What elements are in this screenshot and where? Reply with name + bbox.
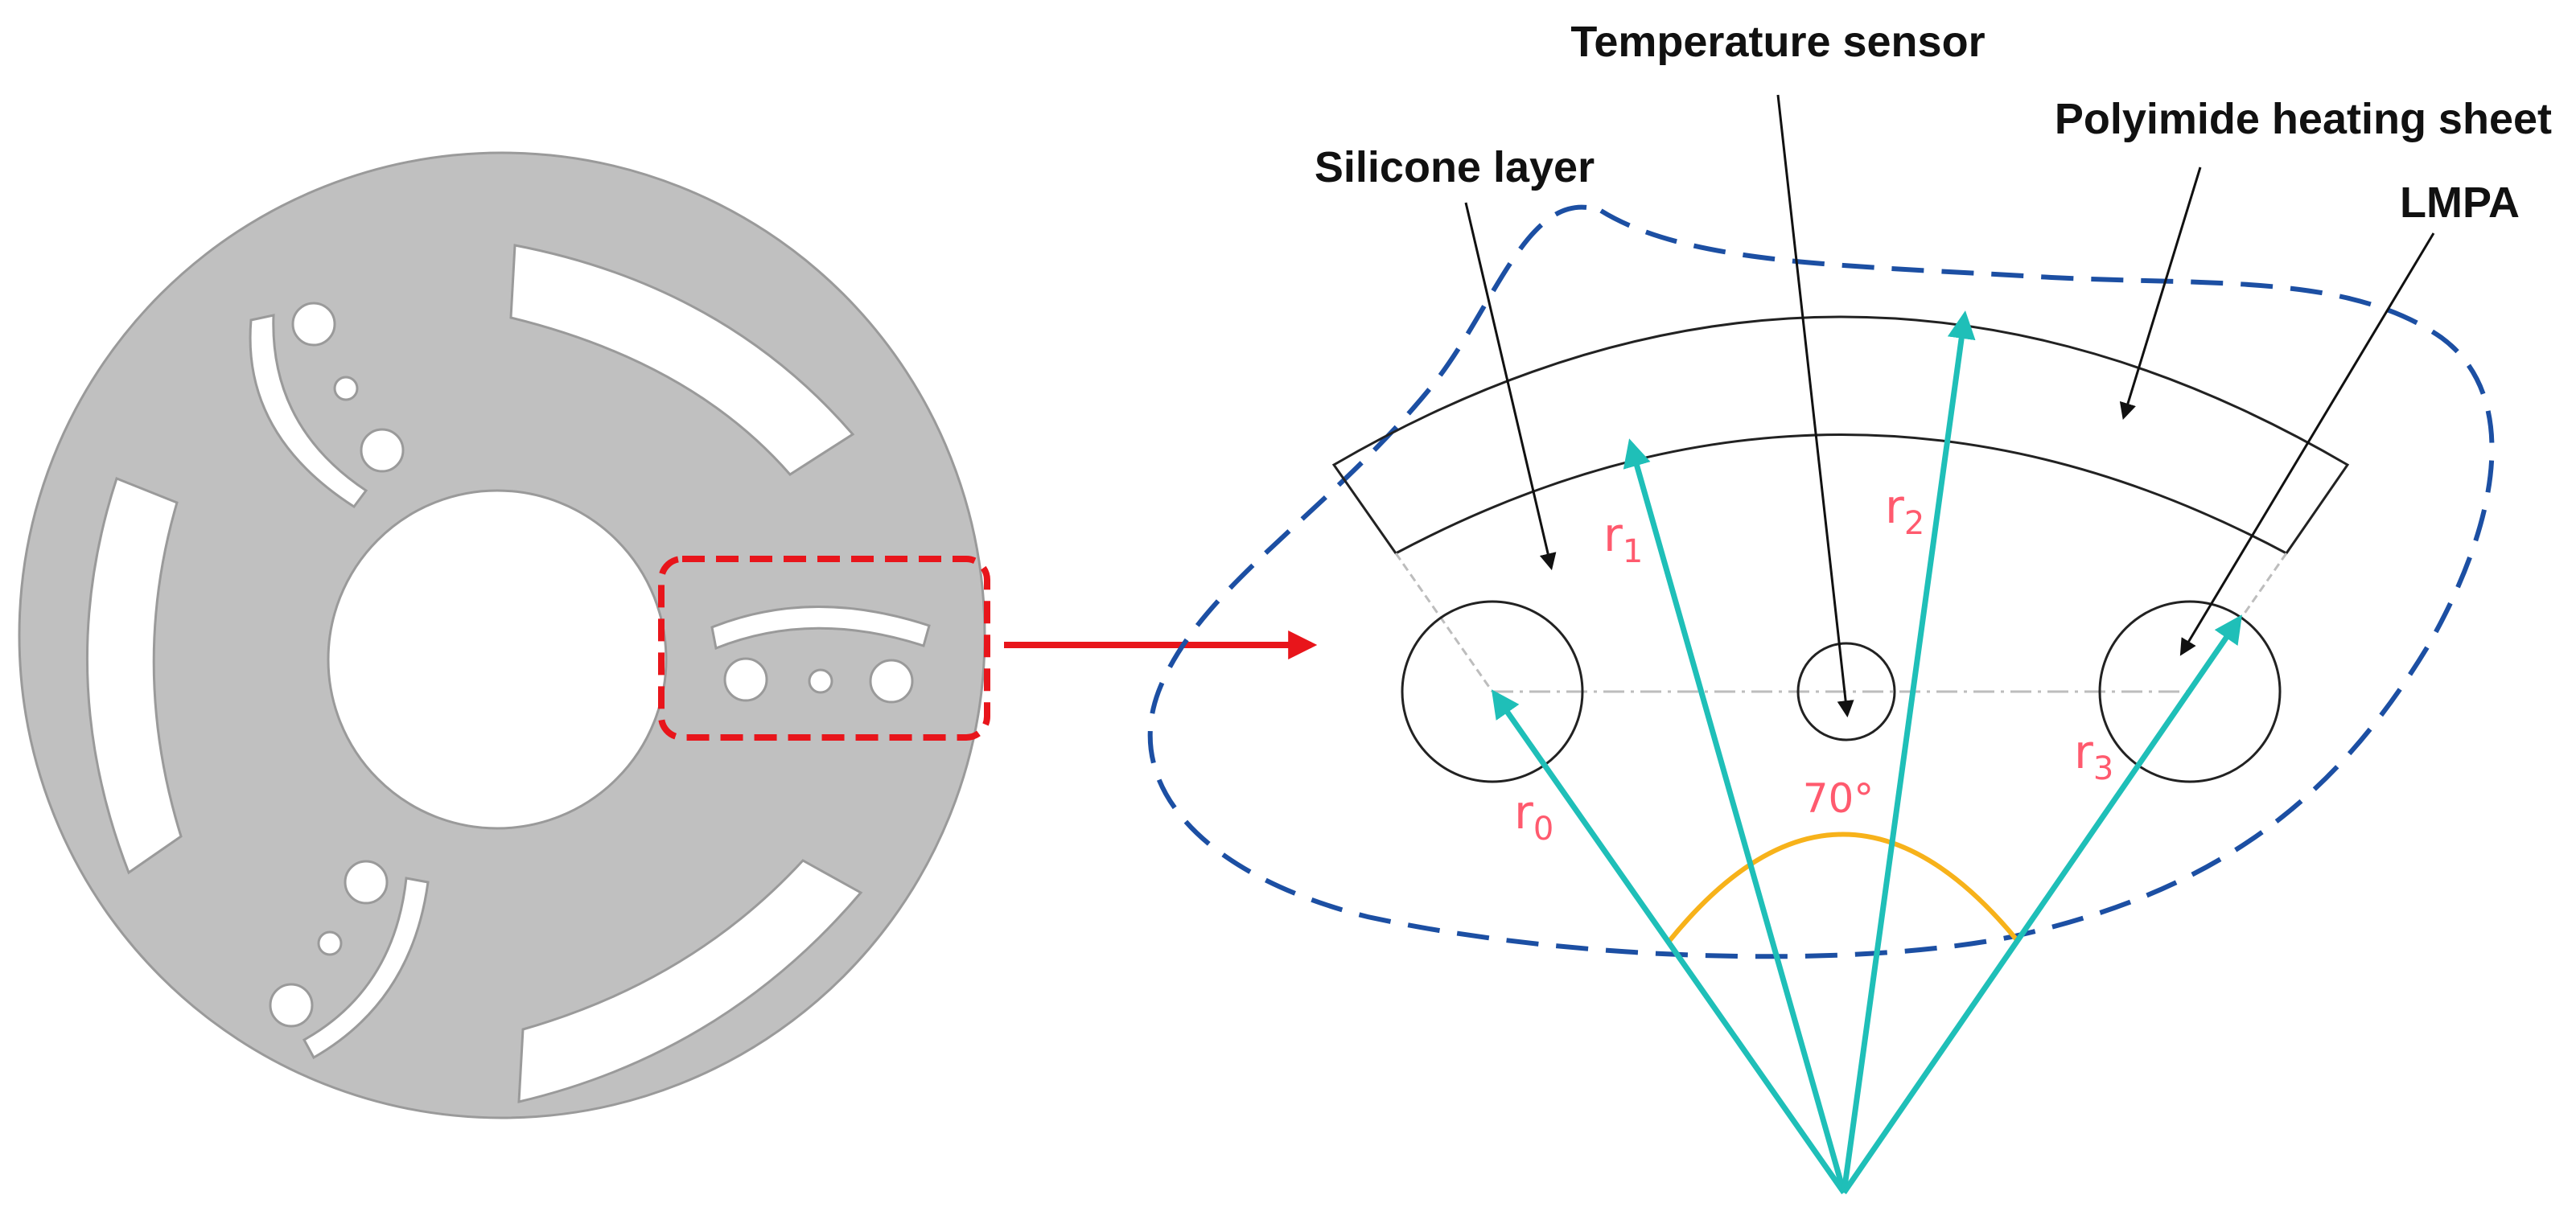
pointer-temperature-sensor <box>1776 94 1854 718</box>
disk-hole <box>723 657 768 702</box>
disk-hole <box>269 983 314 1028</box>
angle-arc <box>1667 832 2020 943</box>
polyimide-heating-sheet-label: Polyimide heating sheet <box>2055 95 2552 143</box>
polyimide-sheet-band <box>1331 315 2350 555</box>
angle-label: 70° <box>1803 775 1874 822</box>
radius-arrow-r3 <box>1841 614 2242 1194</box>
disk-small-slot-highlighted <box>710 606 931 651</box>
radius-label-r1: r1 <box>1603 507 1643 570</box>
callout-outline <box>1147 204 2495 959</box>
temperature-sensor-hole <box>1796 642 1896 741</box>
radius-label-r3: r3 <box>2074 725 2113 787</box>
disk-hole <box>317 930 343 956</box>
disk-hole <box>333 376 359 401</box>
disk-slot-bottom <box>517 859 863 1103</box>
lmpa-hole-left <box>1401 600 1584 783</box>
disk-hole <box>291 302 336 347</box>
radius-arrow-r0 <box>1491 689 1846 1195</box>
disk-slot-left <box>86 477 183 875</box>
disk-hole <box>344 860 389 905</box>
lmpa-label: LMPA <box>2400 179 2520 227</box>
radius-label-r2: r2 <box>1885 479 1924 542</box>
connector-line-left <box>1394 552 1494 692</box>
temperature-sensor-label: Temperature sensor <box>1570 18 1985 66</box>
pointer-lmpa <box>2179 232 2435 656</box>
radius-label-r0: r0 <box>1514 785 1553 848</box>
zoom-detail: Temperature sensor Polyimide heating she… <box>1147 18 2552 1195</box>
pointer-polyimide-sheet <box>2119 166 2202 421</box>
lmpa-hole-right <box>2098 600 2282 783</box>
disk-hole <box>869 659 914 704</box>
disk-hole <box>360 428 405 473</box>
silicone-layer-label: Silicone layer <box>1315 143 1595 191</box>
disk-small-slot-upper-left <box>249 314 368 509</box>
disk-small-slot-lower-left <box>302 877 430 1060</box>
disk-hole <box>808 668 833 694</box>
disk-slot-top <box>509 244 855 476</box>
radius-arrow-r1 <box>1623 438 1847 1193</box>
pointer-silicone-layer <box>1464 202 1557 571</box>
heater-disk <box>18 151 986 1119</box>
disk-center-hole <box>327 489 668 830</box>
highlight-box <box>658 556 990 741</box>
radius-arrow-r2 <box>1841 310 1976 1193</box>
